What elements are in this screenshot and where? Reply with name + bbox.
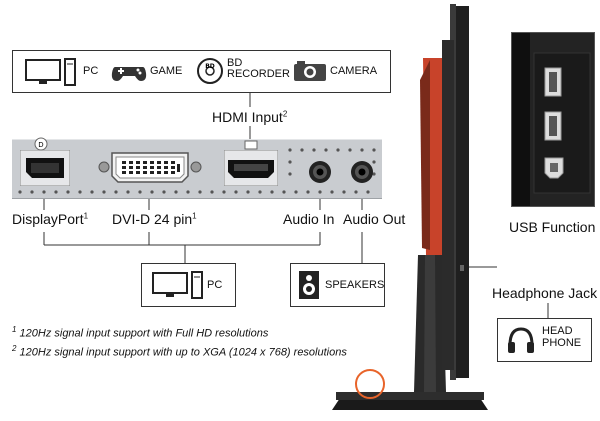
source-bd-recorder-line1: BD (227, 57, 243, 69)
speakers-box: SPEAKERS (290, 263, 385, 307)
pc-icon (25, 58, 77, 86)
pc-output-box: PC (141, 263, 236, 307)
speakers-label: SPEAKERS (325, 279, 385, 291)
footnote-2: 2 120Hz signal input support with up to … (12, 344, 347, 359)
audio-out-jack-icon (350, 160, 374, 184)
usb-port-icon (544, 67, 562, 97)
audio-out-label: Audio Out (343, 211, 406, 227)
displayport-logo-icon: D (34, 137, 48, 151)
headphone-jack-label: Headphone Jack (492, 285, 598, 301)
usb-upstream-port-icon (544, 157, 564, 179)
source-pc-label: PC (83, 65, 99, 77)
headphone-icon (506, 325, 536, 355)
source-camera-label: CAMERA (330, 65, 378, 77)
highlight-ring (355, 369, 385, 399)
svg-text:BD: BD (205, 63, 215, 70)
usb-function-label: USB Function (509, 219, 596, 235)
svg-text:D: D (38, 141, 43, 149)
source-bd-recorder-line2: RECORDER (227, 68, 290, 80)
pc-icon (152, 271, 204, 299)
bottom-pc-label: PC (207, 279, 223, 291)
monitor-side-view (330, 0, 500, 421)
headphone-box: HEAD PHONE (497, 318, 592, 362)
hdmi-logo-icon (244, 138, 258, 152)
source-devices-box: PC GAME BD BD RECORDER CAMERA (12, 50, 391, 93)
dvi-label: DVI-D 24 pin1 (112, 211, 197, 227)
disc-icon: BD (196, 57, 224, 85)
footnote-1: 1 120Hz signal input support with Full H… (12, 325, 269, 340)
audio-in-label: Audio In (283, 211, 335, 227)
dvi-port-icon (98, 150, 202, 184)
hdmi-input-label: HDMI Input2 (212, 109, 288, 125)
source-game-label: GAME (150, 65, 183, 77)
speaker-icon (298, 270, 320, 300)
displayport-port-icon (20, 150, 70, 186)
displayport-label: DisplayPort1 (12, 211, 89, 227)
camera-icon (293, 60, 327, 82)
hdmi-port-icon (224, 150, 278, 186)
headphone-box-line2: PHONE (542, 337, 582, 349)
gamepad-icon (111, 61, 147, 83)
usb-closeup (511, 32, 595, 207)
headphone-box-line1: HEAD (542, 325, 573, 337)
usb-port-icon (544, 111, 562, 141)
audio-in-jack-icon (308, 160, 332, 184)
